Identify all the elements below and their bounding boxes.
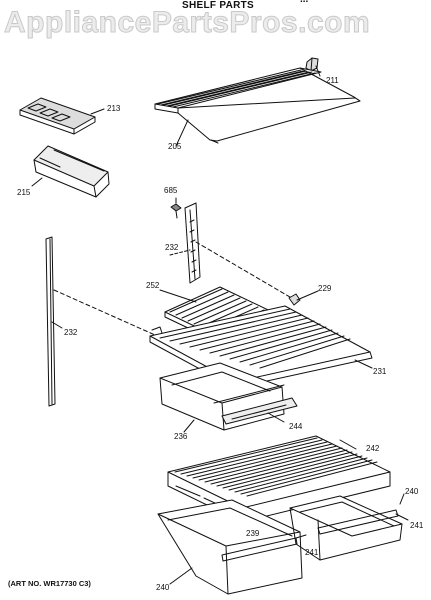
callout-213: 213	[107, 104, 121, 113]
shelf-end-cap-part	[306, 58, 320, 76]
screw-part	[171, 198, 181, 218]
door-bin-part	[32, 146, 109, 197]
callout-244: 244	[289, 422, 303, 431]
art-number-note: (ART NO. WR17730 C3)	[8, 579, 91, 588]
callout-205: 205	[168, 142, 182, 151]
left-shelf-rail-part	[46, 237, 62, 406]
callout-241-left: 241	[305, 548, 319, 557]
sheet-title: SHELF PARTS	[182, 0, 255, 11]
callout-215: 215	[17, 188, 31, 197]
callout-211: 211	[326, 76, 339, 85]
watermark: AppliancePartsPros.com	[3, 6, 371, 40]
callout-242: 242	[366, 444, 380, 453]
callout-239: 239	[246, 529, 260, 538]
callout-240-left: 240	[156, 583, 170, 592]
drawer-front-part	[222, 398, 297, 424]
drawer-part	[160, 363, 284, 432]
shelf-frame-clip-part	[289, 291, 318, 305]
callout-685: 685	[164, 186, 178, 195]
center-shelf-rail-part	[170, 203, 200, 283]
callout-232-center: 232	[165, 243, 179, 252]
top-wire-shelf-part	[155, 68, 360, 146]
callout-252: 252	[146, 281, 160, 290]
callout-241-right: 241	[410, 521, 424, 530]
callout-231: 231	[373, 367, 387, 376]
callout-229: 229	[318, 284, 332, 293]
crisper-cover-part	[168, 436, 390, 522]
ice-tray-part	[20, 98, 104, 134]
callout-236: 236	[174, 432, 188, 441]
left-crisper-drawer-part	[158, 500, 306, 594]
callout-232-left: 232	[64, 328, 78, 337]
alignment-leader-lines	[54, 242, 295, 335]
right-crisper-drawer-part	[290, 494, 408, 560]
sheet-title-fragment: ...	[300, 0, 308, 5]
callout-240-right: 240	[405, 487, 419, 496]
